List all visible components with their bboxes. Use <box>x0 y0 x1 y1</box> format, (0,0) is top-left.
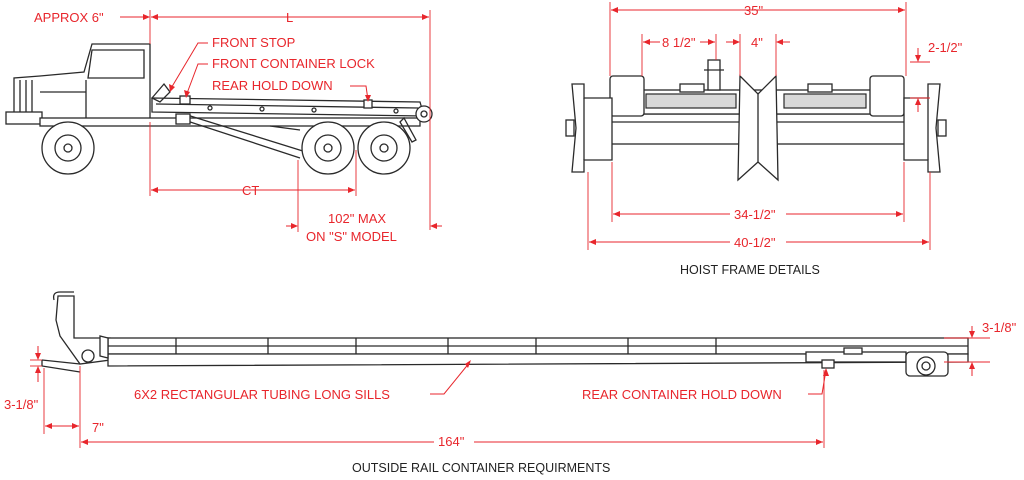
hoist-inner-width: 34-1/2" <box>734 207 776 222</box>
rail-caption: OUTSIDE RAIL CONTAINER REQUIRMENTS <box>352 461 610 475</box>
hoist-right-roller <box>903 83 941 173</box>
front-bumper <box>5 111 43 125</box>
max-label-line1: 102" MAX <box>328 211 386 226</box>
hoist-pin <box>707 59 721 91</box>
hoist-left-block <box>609 75 645 117</box>
hoist-dim-b: 4" <box>751 35 763 50</box>
front-container-lock <box>179 95 191 105</box>
hoist-frame-view: 35" 8 1/2" 4" 2-1/2" 34-1/2" <box>565 2 963 277</box>
length-label: L <box>286 10 293 25</box>
rear-wheel-2 <box>357 121 411 175</box>
rail-sills-label: 6X2 RECTANGULAR TUBING LONG SILLS <box>134 387 390 402</box>
truck-side-view: APPROX 6" L FRONT STOP FRONT CONTAINER L… <box>5 10 442 244</box>
rail-hold-down-label: REAR CONTAINER HOLD DOWN <box>582 387 782 402</box>
truck-cab <box>13 43 151 123</box>
rail-left-height: 3-1/8" <box>4 397 39 412</box>
max-label-line2: ON "S" MODEL <box>306 229 397 244</box>
rear-roller <box>415 105 433 123</box>
front-wheel <box>41 121 95 175</box>
truck-frame <box>39 117 421 127</box>
front-pin <box>81 349 95 363</box>
rail-offset: 7" <box>92 420 104 435</box>
approx-6-label: APPROX 6" <box>34 10 104 25</box>
hoist-caption: HOIST FRAME DETAILS <box>680 263 820 277</box>
rail-container-view: 3-1/8" 3-1/8" 6X2 RECTANGULAR TUBING LON… <box>4 291 1017 475</box>
hoist-cylinder <box>177 113 307 159</box>
front-stop-label: FRONT STOP <box>212 35 295 50</box>
rail-right-height: 3-1/8" <box>982 320 1017 335</box>
hoist-dim-a: 8 1/2" <box>662 35 696 50</box>
hoist-top-width: 35" <box>744 3 763 18</box>
rear-hold-down-label: REAR HOLD DOWN <box>212 78 333 93</box>
cab-window <box>87 49 145 79</box>
front-container-lock-label: FRONT CONTAINER LOCK <box>212 56 375 71</box>
hoist-dim-c: 2-1/2" <box>928 40 963 55</box>
rear-wheel-1 <box>301 121 355 175</box>
rail-length: 164" <box>438 434 465 449</box>
hoist-left-roller <box>571 83 613 173</box>
hoist-right-block <box>869 75 905 117</box>
hoist-outer-width: 40-1/2" <box>734 235 776 250</box>
ct-label: CT <box>242 183 259 198</box>
